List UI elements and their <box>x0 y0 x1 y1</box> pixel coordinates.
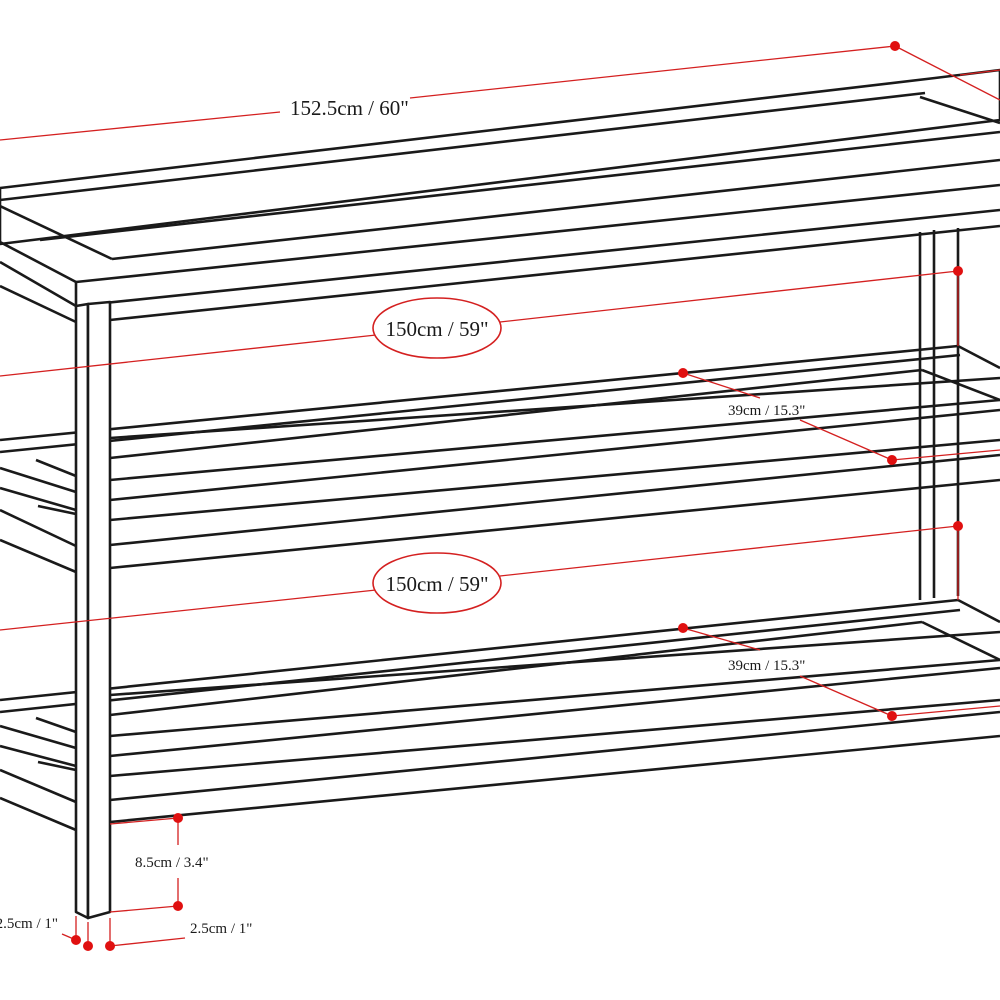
upper-shelf-depth-start-dot <box>678 368 688 378</box>
upper-shelf-depth-label: 39cm / 15.3" <box>728 403 805 419</box>
upper-shelf-length-endpoint-dot <box>953 266 963 276</box>
overall-width-label: 152.5cm / 60" <box>290 96 409 120</box>
upper-shelf <box>0 344 1000 574</box>
leg-width-end-dot <box>105 941 115 951</box>
lower-shelf-depth-label: 39cm / 15.3" <box>728 658 805 674</box>
front-left-leg <box>74 300 112 920</box>
lower-shelf-length-dimension: 150cm / 59" <box>0 521 963 631</box>
overall-width-endpoint-dot <box>890 41 900 51</box>
leg-depth-start-dot <box>71 935 81 945</box>
lower-shelf <box>0 598 1000 832</box>
upper-shelf-depth-dimension: 39cm / 15.3" <box>678 368 1000 465</box>
upper-shelf-depth-end-dot <box>887 455 897 465</box>
lower-shelf-depth-start-dot <box>678 623 688 633</box>
bottom-clearance-label: 8.5cm / 3.4" <box>135 855 209 871</box>
leg-width-label: 2.5cm / 1" <box>190 921 252 937</box>
upper-shelf-length-dimension: 150cm / 59" <box>0 266 963 377</box>
leg-width-dimension: 2.5cm / 1" <box>83 918 252 951</box>
top-front-rail <box>109 224 1000 322</box>
lower-shelf-length-endpoint-dot <box>953 521 963 531</box>
bottom-clearance-top-dot <box>173 813 183 823</box>
bottom-clearance-bottom-dot <box>173 901 183 911</box>
overall-width-dimension: 152.5cm / 60" <box>0 41 1000 141</box>
bottom-clearance-dimension: 8.5cm / 3.4" <box>109 813 209 913</box>
lower-shelf-length-label: 150cm / 59" <box>385 572 488 596</box>
leg-depth-dimension: 2.5cm / 1" <box>0 916 81 945</box>
leg-depth-label: 2.5cm / 1" <box>0 916 58 932</box>
lower-shelf-length-callout <box>372 552 502 614</box>
console-table-drawing <box>0 68 1000 920</box>
lower-shelf-depth-end-dot <box>887 711 897 721</box>
tabletop <box>0 68 1000 308</box>
dimension-annotations: 152.5cm / 60" 150cm / 59" 39cm / 15.3" <box>0 41 1000 951</box>
lower-shelf-depth-dimension: 39cm / 15.3" <box>678 623 1000 721</box>
leg-width-start-dot <box>83 941 93 951</box>
upper-shelf-length-label: 150cm / 59" <box>385 317 488 341</box>
left-side-frame <box>0 284 77 324</box>
upper-shelf-length-callout <box>372 297 502 359</box>
